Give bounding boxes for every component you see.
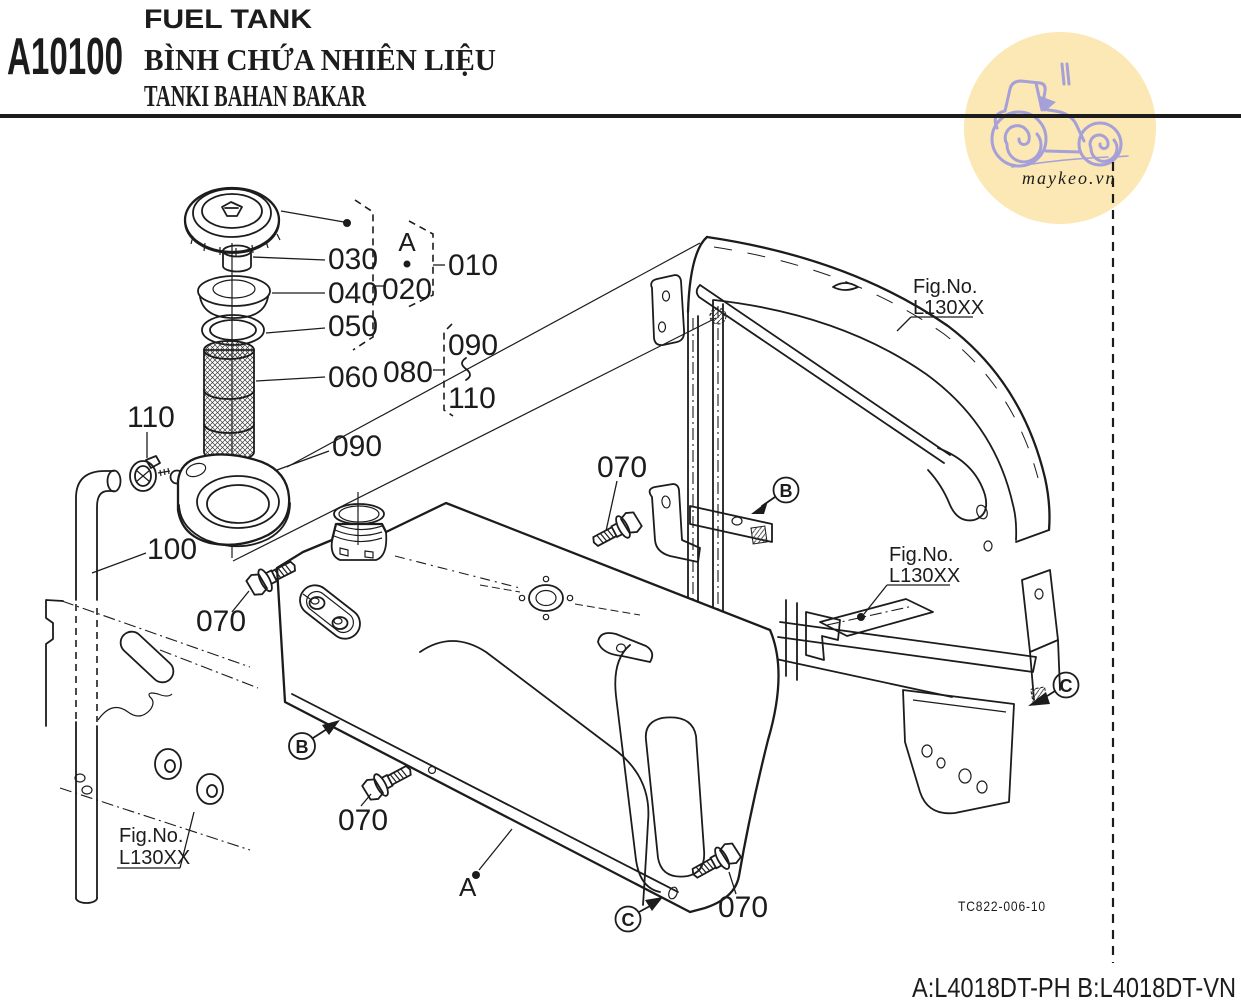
- ref-letter: B: [780, 481, 793, 501]
- fuel-cap-assembly-drawing: [91, 186, 351, 574]
- callout-020: 020: [382, 273, 432, 306]
- callout-030: 030: [328, 243, 378, 276]
- callout-110: 110: [127, 401, 175, 434]
- ref-c-tank: C: [614, 897, 663, 933]
- chassis-panel-drawing: [45, 599, 259, 851]
- title-id: TANKI BAHAN BAKAR: [144, 78, 366, 113]
- tank-bolt-pad: [299, 584, 361, 640]
- projection-line-upper: [286, 242, 701, 468]
- ref-letter: B: [296, 737, 309, 757]
- callout-070-left: 070: [196, 605, 246, 638]
- fig-ref-number: L130XX: [889, 565, 960, 587]
- part-030-drawing: [222, 244, 252, 273]
- grouping-brackets: [352, 199, 471, 417]
- title-vi: BÌNH CHỨA NHIÊN LIỆU: [144, 42, 496, 77]
- callout-040: 040: [328, 277, 378, 310]
- ref-a-bottom: A: [459, 872, 477, 902]
- callout-070-bottom: 070: [338, 804, 388, 837]
- part-040-drawing: [197, 275, 271, 319]
- projection-line-lower: [232, 317, 717, 562]
- header-rule: [0, 114, 1241, 118]
- callout-100: 100: [147, 533, 197, 566]
- fig-ref-middle-right: Fig.No. L130XX: [857, 544, 960, 621]
- ref-c-frame: C: [1028, 671, 1080, 706]
- callout-070-right: 070: [718, 891, 768, 924]
- beam-handle-detail: [832, 282, 859, 291]
- fig-ref-number: L130XX: [913, 297, 984, 319]
- cap-logo: [221, 201, 243, 217]
- part-090-ring-drawing: [176, 453, 291, 548]
- drain-hose-drawing: [74, 469, 122, 904]
- title-en: FUEL TANK: [144, 4, 313, 34]
- watermark-text: maykeo.vn: [1022, 168, 1116, 188]
- part-060-strainer-drawing: [203, 340, 255, 462]
- mount-hole-hatched: [709, 307, 727, 325]
- bolt-070-frame: [587, 507, 645, 554]
- ref-letter: C: [1060, 676, 1073, 696]
- hose-clamp-drawing: [129, 455, 185, 492]
- fuel-cap-drawing: [183, 186, 281, 256]
- ref-markers: B B C C: [288, 476, 1080, 933]
- callout-range-end: 110: [448, 382, 496, 415]
- range-tilde: [461, 357, 471, 381]
- fig-ref-target-bar: [819, 598, 934, 637]
- ref-b-tank: B: [288, 720, 340, 760]
- callout-010: 010: [448, 249, 498, 282]
- watermark-circle: [964, 32, 1156, 224]
- watermark: maykeo.vn: [964, 32, 1156, 224]
- gauge-opening: [479, 575, 641, 621]
- ref-b-frame: B: [751, 476, 800, 514]
- page-code: A10100: [7, 28, 123, 86]
- callout-070-frame: 070: [597, 451, 647, 484]
- ref-letter: C: [622, 910, 635, 930]
- fig-ref-label: Fig.No.: [889, 544, 953, 566]
- fig-ref-number: L130XX: [119, 847, 190, 869]
- filler-neck: [330, 492, 388, 561]
- tractor-icon: [990, 62, 1129, 168]
- fig-ref-label: Fig.No.: [119, 825, 183, 847]
- callout-090: 090: [332, 430, 382, 463]
- ref-a-top: A: [398, 227, 416, 257]
- callout-080: 080: [383, 356, 433, 389]
- fig-ref-top-right: Fig.No. L130XX: [896, 276, 984, 332]
- drawing-code: TC822-006-10: [958, 898, 1046, 914]
- callout-range-start: 090: [448, 329, 498, 362]
- header: A10100 FUEL TANK BÌNH CHỨA NHIÊN LIỆU TA…: [0, 4, 1241, 118]
- footer-models: A:L4018DT-PH B:L4018DT-VN: [912, 972, 1236, 1002]
- callout-050: 050: [328, 310, 378, 343]
- fig-ref-bottom-left: Fig.No. L130XX: [117, 811, 195, 869]
- callout-060: 060: [328, 361, 378, 394]
- fig-ref-label: Fig.No.: [913, 276, 977, 298]
- fuel-tank-drawing: [275, 492, 780, 914]
